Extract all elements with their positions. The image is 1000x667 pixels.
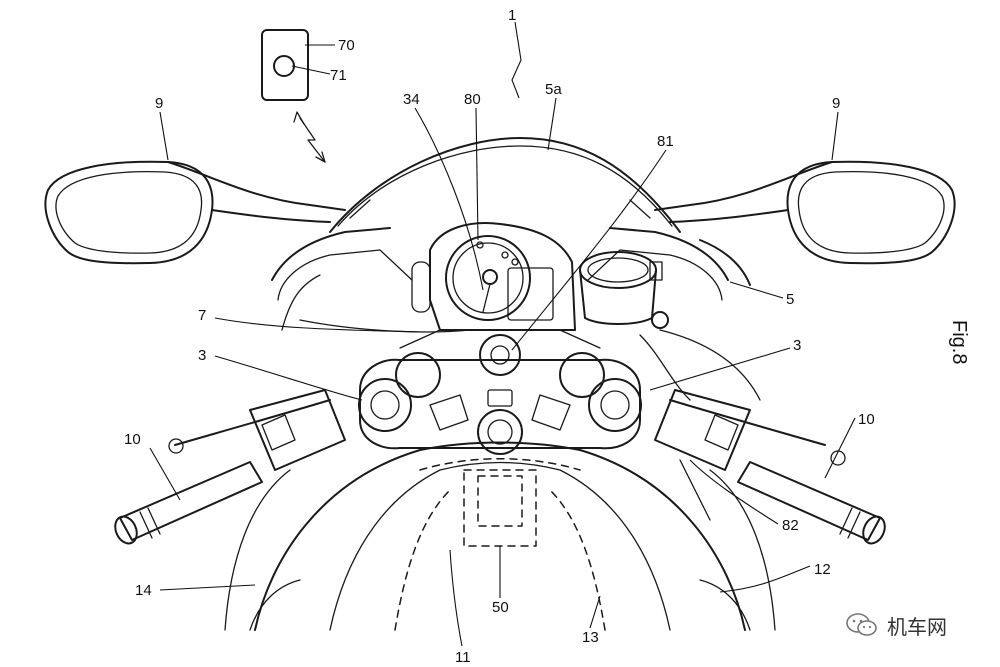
remote-device [261, 29, 309, 101]
label-14: 14 [135, 582, 152, 599]
left-mirror [44, 160, 346, 265]
label-80: 80 [464, 91, 481, 108]
label-9-right: 9 [832, 95, 840, 112]
reference-labels: 1 70 71 9 9 34 80 5a 81 5 7 3 3 10 10 82… [124, 7, 875, 666]
wechat-icon [846, 613, 877, 636]
label-10-right: 10 [858, 411, 875, 428]
right-mirror [654, 160, 956, 265]
leader-lines [149, 21, 856, 647]
wireless-signal-icon [293, 111, 326, 163]
left-handlebar [114, 389, 346, 545]
label-13: 13 [582, 629, 599, 646]
label-70: 70 [338, 37, 355, 54]
figure-label: Fig.8 [948, 320, 970, 364]
label-12: 12 [814, 561, 831, 578]
label-5a: 5a [545, 81, 562, 98]
right-handlebar [654, 389, 886, 545]
triple-clamp [358, 329, 642, 455]
label-71: 71 [330, 67, 347, 84]
label-1: 1 [508, 7, 516, 24]
label-34: 34 [403, 91, 420, 108]
label-11: 11 [455, 649, 471, 666]
label-5: 5 [786, 291, 794, 308]
front-cowl [271, 227, 751, 331]
label-50: 50 [492, 599, 509, 616]
label-81: 81 [657, 133, 674, 150]
label-7: 7 [198, 307, 206, 324]
label-3-right: 3 [793, 337, 801, 354]
label-3-left: 3 [198, 347, 206, 364]
watermark-text: 机车网 [887, 614, 947, 639]
windscreen [329, 137, 681, 233]
meter-unit [411, 222, 576, 331]
brake-reservoir [579, 251, 669, 329]
watermark: 机车网 [845, 608, 947, 642]
label-10-left: 10 [124, 431, 141, 448]
label-82: 82 [782, 517, 799, 534]
cables [299, 319, 761, 521]
label-9-left: 9 [155, 95, 163, 112]
